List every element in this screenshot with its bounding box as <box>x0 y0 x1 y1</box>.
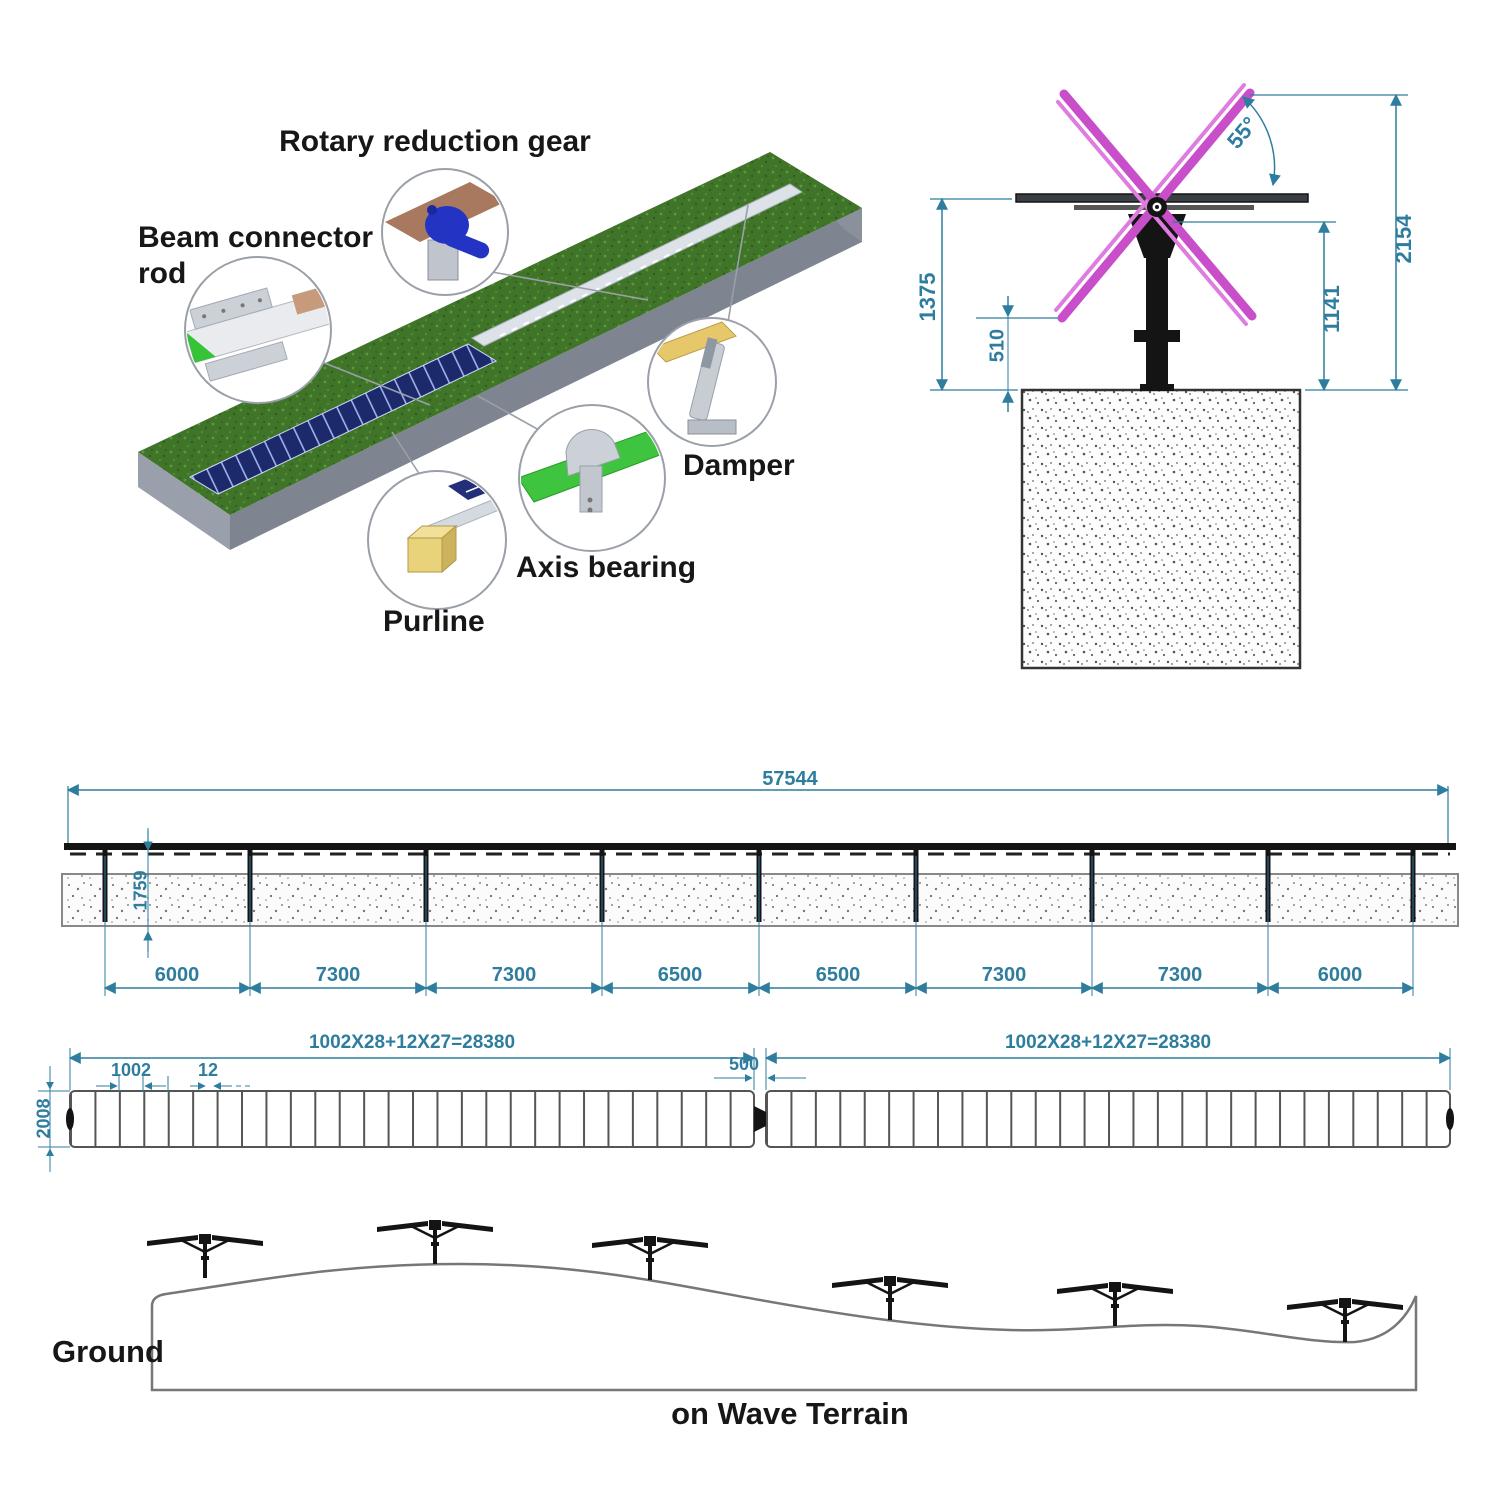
dim-module-gap: 12 <box>197 1060 219 1080</box>
terrain-profile <box>150 1262 1418 1392</box>
dim-span-4: 6500 <box>657 964 703 986</box>
dim-right-row-length: 1002X28+12X27=28380 <box>1004 1032 1212 1053</box>
callout-axis-bearing <box>518 404 666 552</box>
label-ground: Ground <box>52 1334 164 1369</box>
dim-span-5: 6500 <box>815 964 861 986</box>
label-rotary-reduction-gear: Rotary reduction gear <box>279 125 591 158</box>
label-wave-terrain-caption: on Wave Terrain <box>671 1396 909 1431</box>
side-view-dimensions <box>930 93 1408 412</box>
dim-rotation-center-height: 1141 <box>1319 285 1344 333</box>
3d-illustration <box>138 152 862 610</box>
dim-overall-height: 2154 <box>1391 214 1416 264</box>
dim-table-height: 1375 <box>915 272 940 322</box>
center-connector <box>754 1106 766 1132</box>
elevation-total-dimension <box>66 784 1450 843</box>
callout-purline <box>367 470 507 610</box>
callout-damper <box>647 317 777 447</box>
side-view-drawing <box>930 83 1408 670</box>
dim-span-2: 7300 <box>315 964 361 986</box>
elevation-drawing <box>61 784 1459 996</box>
dim-center-gap: 500 <box>728 1054 760 1074</box>
label-beam-connector-line2: rod <box>138 257 187 290</box>
dim-pile-depth: 1759 <box>130 870 151 911</box>
label-purline: Purline <box>383 605 485 638</box>
span-dimensions <box>103 856 1415 996</box>
callout-beam-connector-rod <box>184 256 335 404</box>
torque-tube <box>470 183 804 347</box>
tracker-table-line <box>64 843 1456 850</box>
foundation-block <box>1020 388 1302 670</box>
dim-row-width: 2008 <box>33 1098 54 1139</box>
label-beam-connector: Beam connector rod <box>138 220 418 292</box>
callout-rotary-reduction-gear <box>381 168 509 296</box>
dim-span-1: 6000 <box>154 964 200 986</box>
dim-min-ground-clearance: 510 <box>986 328 1009 363</box>
dim-total-length: 57544 <box>762 768 818 790</box>
label-axis-bearing: Axis bearing <box>516 551 697 584</box>
dim-span-6: 7300 <box>981 964 1027 986</box>
plan-dimensions <box>38 1048 1452 1172</box>
pv-panel-row <box>188 343 498 495</box>
dim-span-7: 7300 <box>1157 964 1203 986</box>
label-beam-connector-line1: Beam connector <box>138 221 374 254</box>
leader-lines <box>321 204 749 479</box>
dim-span-3: 7300 <box>491 964 537 986</box>
plan-view-drawing <box>38 1048 1454 1172</box>
module-row-left <box>69 1090 755 1148</box>
dim-span-8: 6000 <box>1317 964 1363 986</box>
dim-left-row-length: 1002X28+12X27=28380 <box>308 1032 516 1053</box>
module-row-right <box>765 1090 1451 1148</box>
dim-module-width: 1002 <box>110 1060 152 1080</box>
label-damper: Damper <box>683 449 795 482</box>
wave-terrain-drawing <box>145 1218 1418 1392</box>
